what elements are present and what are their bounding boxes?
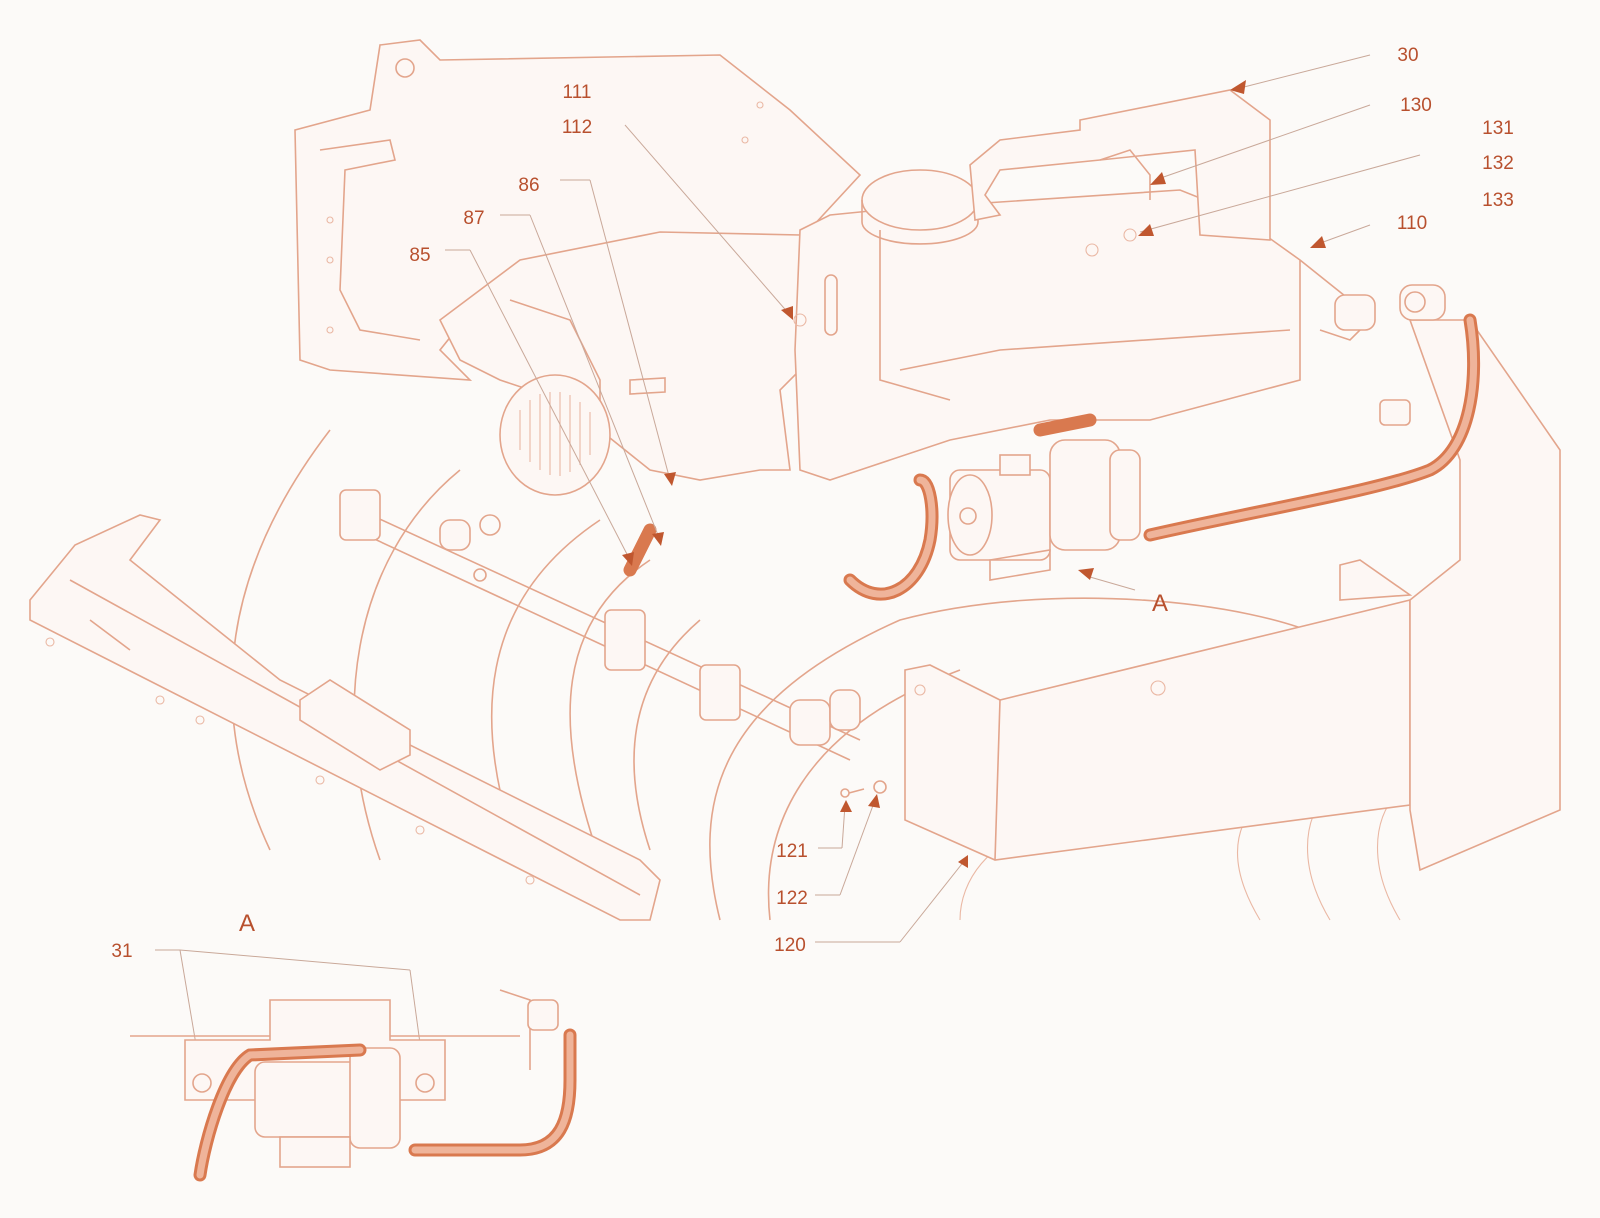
callout-121: 121 xyxy=(776,841,808,862)
callout-132: 132 xyxy=(1482,153,1514,174)
callout-111: 111 xyxy=(563,82,592,103)
callout-110: 110 xyxy=(1397,213,1427,234)
callout-31: 31 xyxy=(111,941,132,962)
pump-motor xyxy=(947,439,1141,581)
spray-bar xyxy=(29,514,661,921)
detail-view-a: A 31 xyxy=(111,910,577,1182)
nozzle-pipe xyxy=(339,489,861,761)
callout-130: 130 xyxy=(1400,95,1432,116)
vent-grille xyxy=(499,374,611,496)
pump-housing xyxy=(438,231,801,496)
detail-a-label: A xyxy=(239,910,255,937)
carry-handle xyxy=(969,89,1271,241)
leader-lines xyxy=(445,54,1421,943)
callout-131: 131 xyxy=(1482,118,1514,139)
callout-A: A xyxy=(1152,590,1168,617)
callout-122: 122 xyxy=(776,888,808,909)
callout-133: 133 xyxy=(1482,190,1514,211)
callout-30: 30 xyxy=(1397,45,1418,66)
hoses xyxy=(623,284,1481,601)
water-tank xyxy=(793,169,1301,481)
callout-85: 85 xyxy=(409,245,430,266)
screw-washer xyxy=(840,780,887,798)
tank-cap xyxy=(861,169,979,231)
callout-112: 112 xyxy=(562,117,592,138)
right-frame xyxy=(1299,259,1561,872)
arrowheads xyxy=(622,80,1326,868)
callout-87: 87 xyxy=(463,208,484,229)
callout-86: 86 xyxy=(518,175,539,196)
callout-120: 120 xyxy=(774,935,806,956)
side-cover xyxy=(904,559,1413,861)
